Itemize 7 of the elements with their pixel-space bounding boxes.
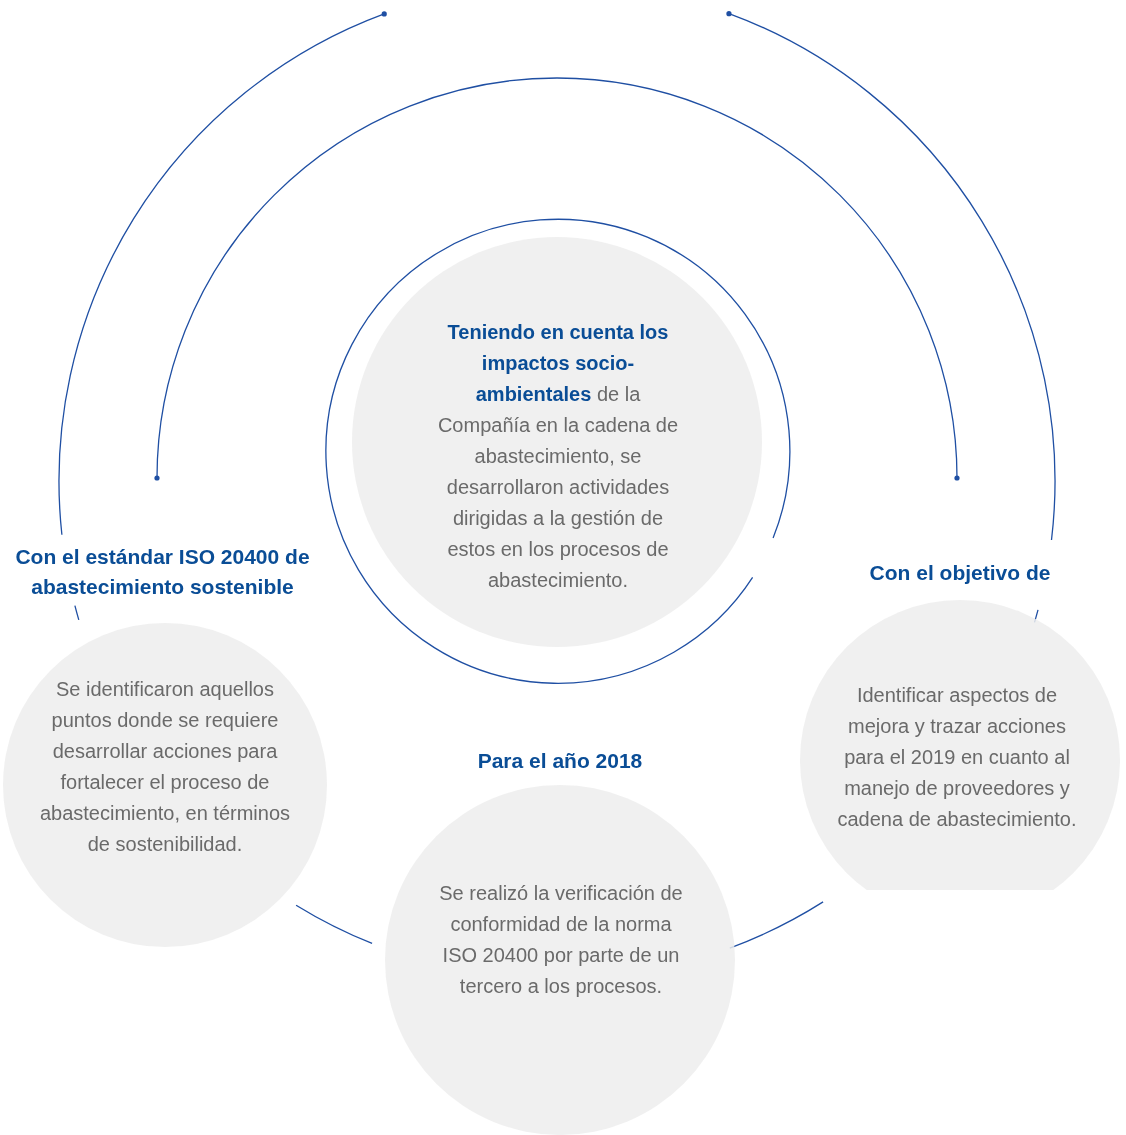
description-text: Identificar aspectos de mejora y trazar acciones para el 2019 en cuanto al manejo de proveedores y cadena de abastecimiento.	[837, 683, 1077, 832]
description-text: Teniendo en cuenta los impactos socio-ambientales de la Compañía en la cadena de abastecimiento, se desarrollaron actividades dirigidas a la gestión de estos en los procesos de abastecimiento.	[436, 320, 680, 593]
description-text: Se identificaron aquellos puntos donde se requiere desarrollar acciones para fortalecer el proceso de abastecimiento, en términos de sostenibilidad.	[38, 677, 292, 857]
section-heading: Para el año 2018	[476, 748, 644, 774]
section-heading: Con el objetivo de	[868, 560, 1052, 586]
section-heading: Con el estándar ISO 20400 de abastecimiento sostenible	[14, 544, 311, 600]
description-text: Se realizó la verificación de conformidad de la norma ISO 20400 por parte de un tercero a los procesos.	[438, 881, 684, 999]
